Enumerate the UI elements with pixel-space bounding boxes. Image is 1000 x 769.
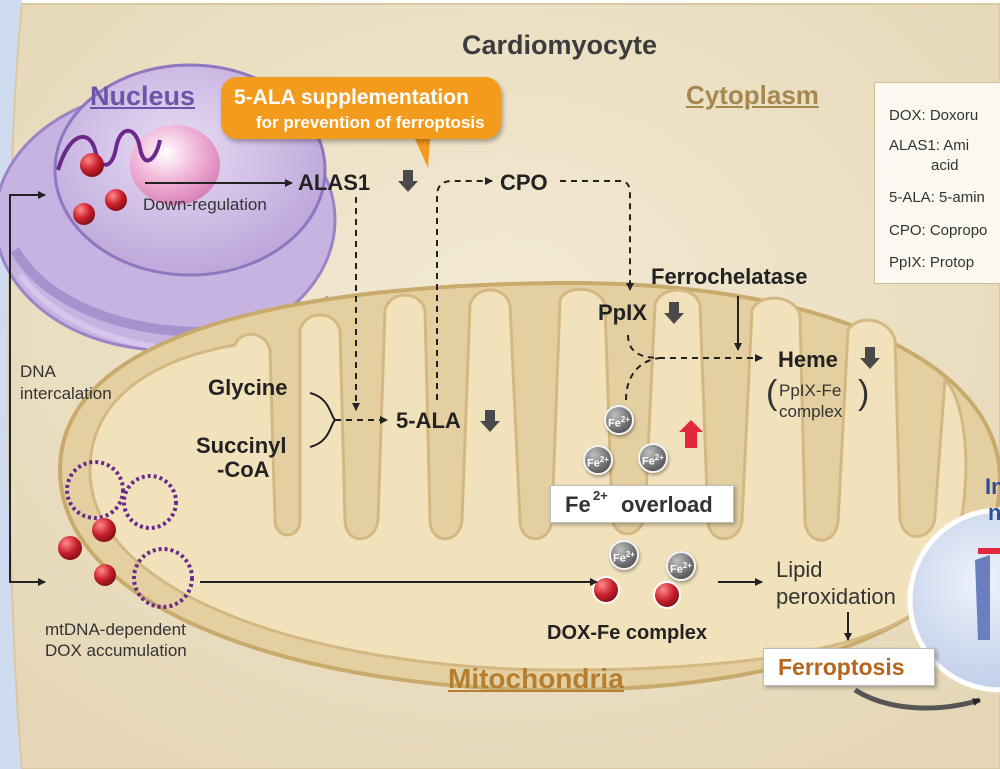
dna-intercalation-line-2: intercalation [20, 384, 112, 403]
fe-ion-icon: Fe2+ [583, 445, 613, 475]
dox-molecule-icon [58, 536, 82, 560]
dna-intercalation-arrow [9, 191, 46, 575]
mtdna-circle-icon [65, 460, 125, 520]
dox-molecule-icon [105, 189, 127, 211]
dox-molecule-icon [73, 203, 95, 225]
legend-item: DOX: Doxoru [889, 107, 979, 124]
fe-ion-icon: Fe2+ [666, 551, 696, 581]
legend-item: 5-ALA: 5-amin [889, 189, 985, 206]
legend-item: ALAS1: Ami [889, 137, 970, 154]
dox-molecule-icon [92, 518, 116, 542]
callout-line-1: 5-ALA supplementation [234, 86, 469, 109]
mtdna-accumulation-line-1: mtDNA-dependent [45, 620, 186, 639]
heme-complex-line-2: complex [779, 402, 843, 421]
fe-overload-fe: Fe [565, 492, 591, 517]
dox-molecule-icon [592, 576, 620, 604]
nucleolus-shape [130, 125, 220, 205]
legend-item: PpIX: Protop [889, 254, 975, 271]
legend-item: acid [931, 157, 959, 174]
succinyl-coa-line-1: Succinyl [196, 433, 287, 458]
callout-line-2: for prevention of ferroptosis [256, 113, 485, 132]
abbreviation-legend: DOX: Doxoru ALAS1: Ami acid 5-ALA: 5-ami… [874, 82, 1000, 284]
diagram-title: Cardiomyocyte [462, 30, 658, 60]
dox-molecule-icon [94, 564, 116, 586]
alas1-label: ALAS1 [298, 170, 371, 195]
lipid-peroxidation-line-2: peroxidation [776, 584, 896, 609]
down-regulation-label: Down-regulation [143, 195, 267, 214]
five-ala-label: 5-ALA [396, 408, 461, 433]
fe-overload-box: Fe 2+ overload [550, 485, 734, 523]
fe-overload-text: overload [621, 492, 713, 517]
succinyl-coa-line-2: -CoA [217, 457, 270, 482]
lipid-peroxidation-line-1: Lipid [776, 557, 823, 582]
dna-strand-icon [56, 128, 162, 171]
mitochondria-label: Mitochondria [448, 663, 624, 694]
heme-complex-line-1: PpIX-Fe [779, 381, 842, 400]
ppix-label: PpIX [598, 300, 647, 325]
mtdna-circle-icon [122, 474, 178, 530]
cytoplasm-label: Cytoplasm [686, 80, 819, 110]
dox-fe-complex-label: DOX-Fe complex [547, 622, 708, 644]
heme-label: Heme [778, 347, 838, 372]
fe-ion-icon: Fe2+ [638, 443, 668, 473]
glycine-label: Glycine [208, 375, 288, 400]
cpo-to-ppix-arrow [560, 180, 634, 291]
ferrochelatase-label: Ferrochelatase [651, 264, 808, 289]
nucleus-label: Nucleus [90, 81, 196, 111]
inset-label-line-2: n [988, 500, 1000, 525]
ferroptosis-out-arrow [853, 687, 981, 711]
mtdna-accumulation-arrow [9, 575, 46, 586]
legend-item: CPO: Copropo [889, 222, 988, 239]
cell-death-inset-figure [975, 555, 990, 640]
dna-intercalation-line-1: DNA [20, 362, 56, 381]
mtdna-accumulation-line-2: DOX accumulation [45, 641, 187, 660]
cell-death-inset [907, 507, 1000, 693]
ferroptosis-box: Ferroptosis [763, 648, 935, 686]
heme-complex-paren-open: ( [766, 374, 778, 412]
dox-molecule-icon [653, 581, 681, 609]
fe-overload-charge: 2+ [593, 488, 608, 503]
fe-ion-icon: Fe2+ [604, 405, 634, 435]
heme-complex-paren-close: ) [858, 374, 870, 412]
mtdna-circle-icon [132, 547, 194, 609]
fe-ion-icon: Fe2+ [609, 540, 639, 570]
ferroptosis-label: Ferroptosis [778, 654, 905, 680]
ala-supplementation-callout: 5-ALA supplementation for prevention of … [221, 77, 501, 139]
callout-tail [415, 139, 430, 168]
inset-label-line-1: In [985, 474, 1000, 499]
dox-molecule-icon [80, 153, 104, 177]
up-arrow-icon [679, 420, 703, 448]
cpo-label: CPO [500, 170, 548, 195]
